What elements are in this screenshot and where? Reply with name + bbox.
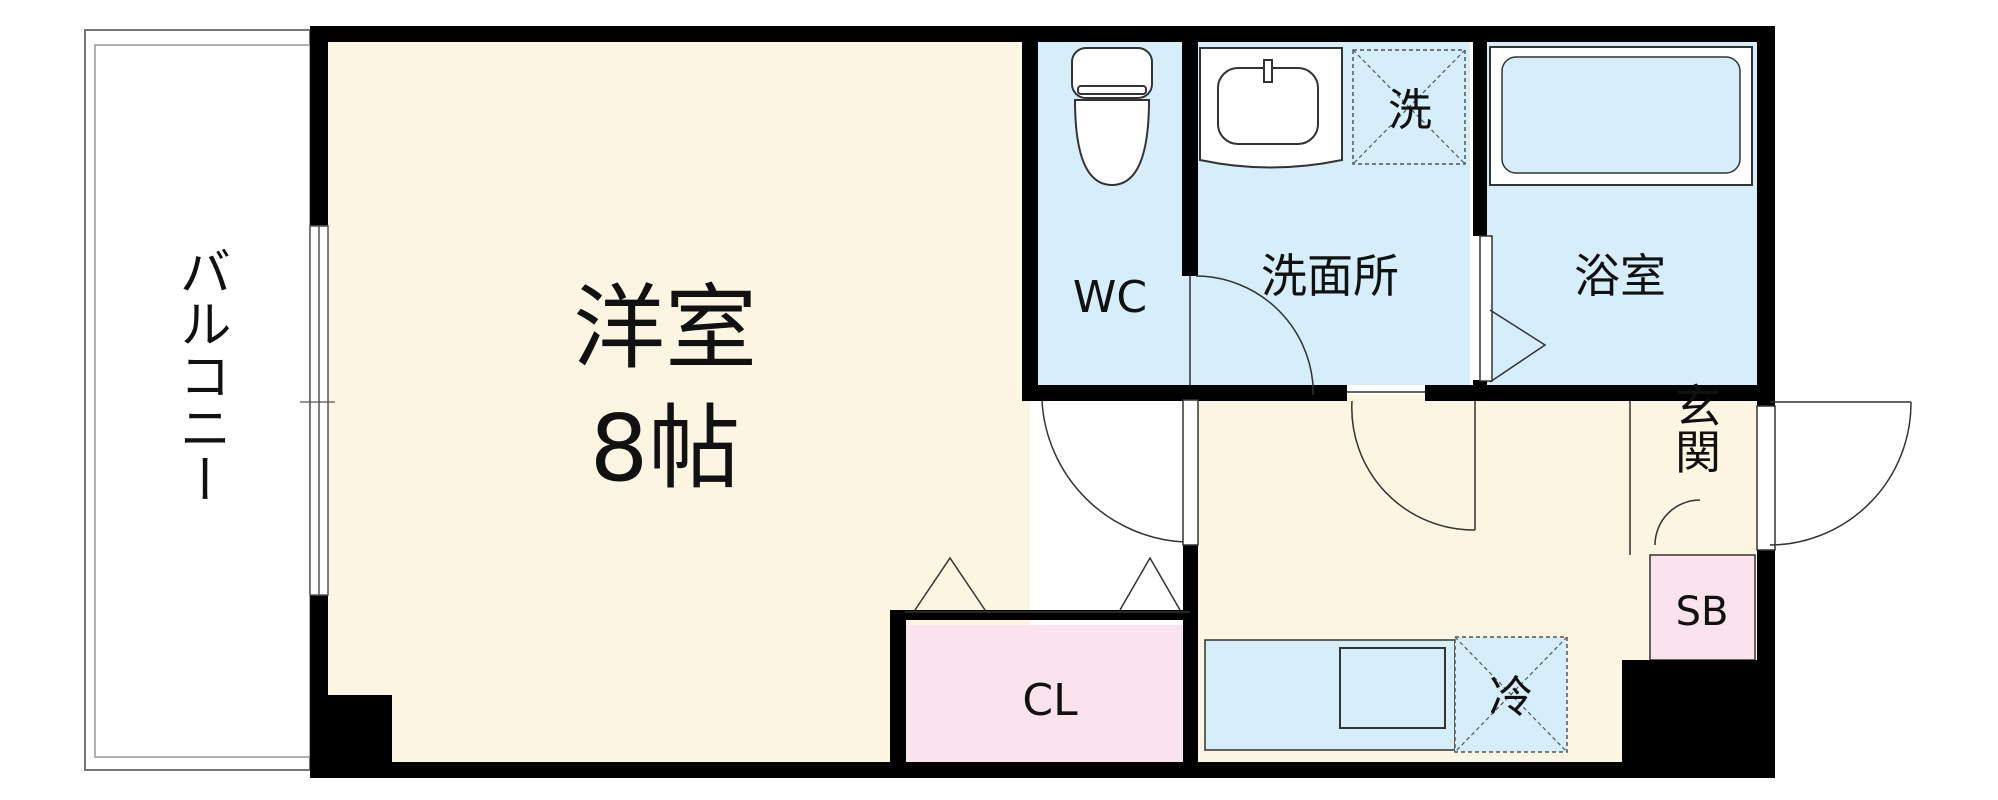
washer-space: 洗: [1352, 49, 1466, 165]
balcony-label: バルコニー: [170, 245, 230, 505]
balcony-window: [300, 225, 335, 596]
bathtub-icon: [1489, 46, 1753, 186]
kitchen-counter: [1204, 639, 1456, 751]
washbasin-icon: [1199, 47, 1343, 169]
washer-label: 洗: [1388, 85, 1432, 136]
closet-label: CL: [1022, 675, 1078, 726]
doors: [1041, 235, 1912, 555]
entrance-floor: [1625, 395, 1755, 550]
kitchen-sink-icon: [1339, 647, 1446, 729]
fridge-label: 冷: [1489, 672, 1533, 723]
bathroom-label: 浴室: [1574, 249, 1666, 303]
closet-floor: [905, 625, 1190, 765]
walls: [310, 26, 1775, 778]
fridge-space: 冷: [1454, 636, 1568, 753]
balcony: バルコニー: [84, 29, 311, 771]
entrance-label: 玄関: [1668, 382, 1722, 474]
wc-label: WC: [1073, 272, 1147, 323]
toilet-icon: [1071, 47, 1153, 187]
shoe-box-label: SB: [1676, 589, 1729, 635]
western-room-name: 洋室: [573, 275, 757, 382]
washroom-label: 洗面所: [1261, 249, 1399, 303]
western-room-size: 8帖: [590, 395, 741, 502]
shoe-box-floor: [1649, 554, 1756, 661]
closet-doors: [905, 556, 1190, 613]
